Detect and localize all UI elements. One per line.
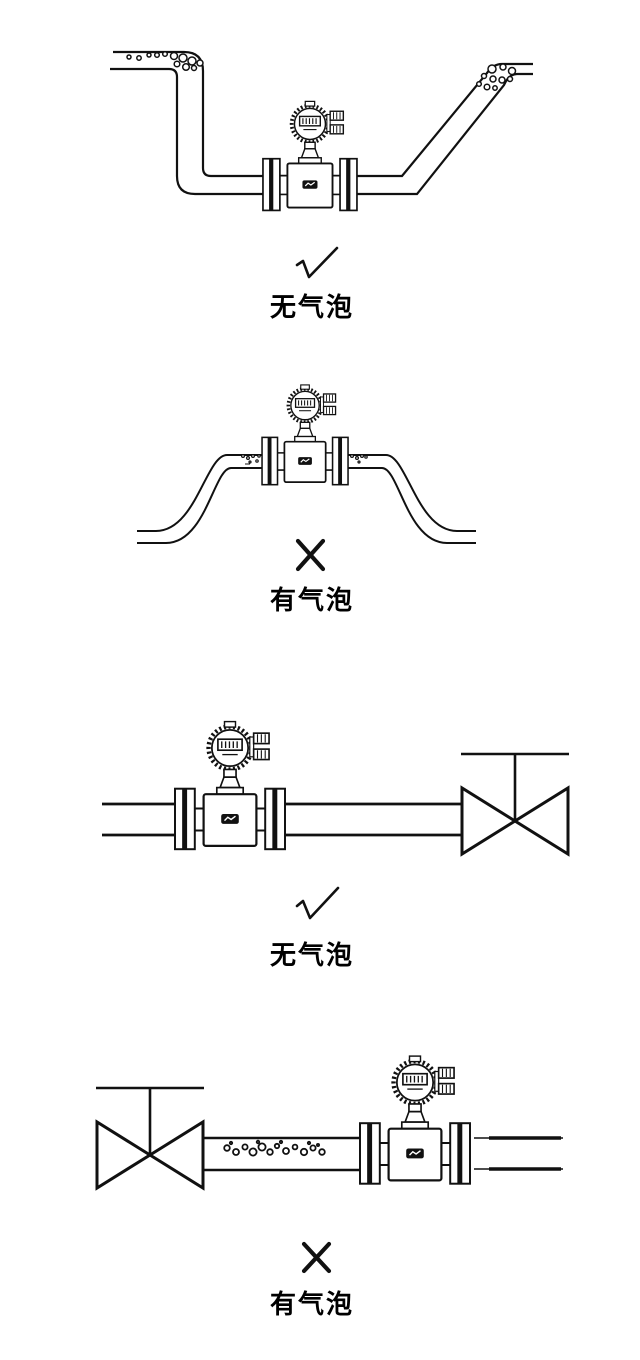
- bubbles-after-valve: [223, 1139, 326, 1157]
- bubbles-left-high-point: [126, 50, 204, 72]
- caption-no-bubbles-1: 无气泡: [269, 292, 354, 322]
- section-dip-pipe-correct: [110, 50, 533, 279]
- section-meter-before-valve-correct: [102, 722, 571, 920]
- check-mark-icon: [295, 886, 340, 920]
- valve-icon: [94, 1086, 206, 1190]
- flowmeter-icon: [175, 722, 285, 850]
- section-meter-after-valve-wrong: [94, 1056, 563, 1274]
- check-mark-icon: [295, 246, 339, 279]
- bubbles-right-high-point: [475, 63, 517, 91]
- cross-mark-icon: [301, 1241, 332, 1274]
- pipe-arch: [137, 454, 476, 544]
- flowmeter-icon: [360, 1056, 470, 1184]
- cross-mark-icon: [295, 538, 326, 572]
- caption-no-bubbles-2: 无气泡: [269, 940, 354, 970]
- pipe-straight: [204, 1136, 563, 1172]
- caption-has-bubbles-2: 有气泡: [269, 1289, 354, 1319]
- caption-has-bubbles-1: 有气泡: [269, 585, 354, 615]
- bubbles-at-meter: [241, 454, 368, 465]
- section-arch-pipe-wrong: [137, 383, 476, 572]
- pipe-straight: [102, 802, 462, 837]
- flowmeter-icon: [261, 99, 359, 213]
- valve-icon: [459, 752, 571, 856]
- flowmeter-icon: [260, 383, 350, 487]
